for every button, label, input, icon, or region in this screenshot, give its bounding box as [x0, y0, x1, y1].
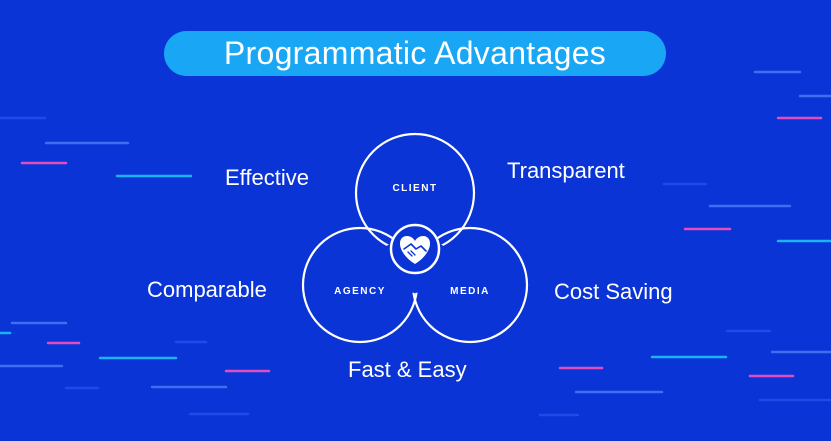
media-label: MEDIA: [450, 286, 490, 297]
advantage-comparable: Comparable: [147, 277, 267, 302]
title-banner: Programmatic Advantages: [164, 31, 666, 76]
advantage-transparent: Transparent: [507, 158, 625, 183]
agency-label: AGENCY: [334, 286, 386, 297]
page-title: Programmatic Advantages: [223, 35, 607, 71]
advantage-cost-saving: Cost Saving: [554, 279, 673, 304]
advantage-fast-easy: Fast & Easy: [348, 357, 467, 382]
advantage-effective: Effective: [225, 165, 309, 190]
handshake-heart-icon: [389, 223, 441, 275]
client-label: CLIENT: [392, 183, 437, 194]
